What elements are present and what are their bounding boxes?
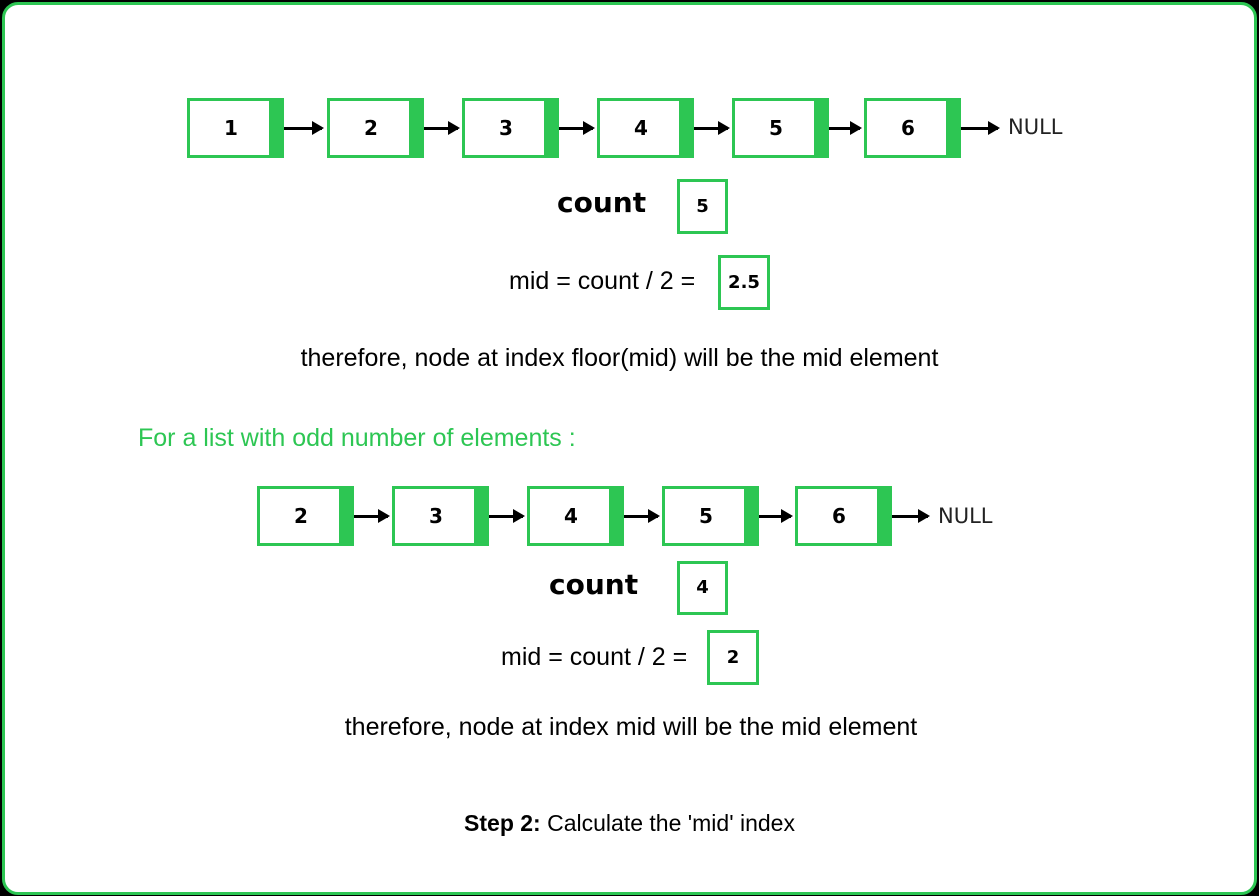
node-value: 2 [364, 116, 378, 140]
next-arrow [829, 121, 862, 135]
null-label: NULL [938, 504, 993, 528]
list2-node-5: 6 [795, 486, 892, 546]
next-arrow [961, 121, 1000, 135]
next-arrow [489, 509, 525, 523]
node-pointer [946, 101, 958, 155]
list1-node-2: 2 [327, 98, 424, 158]
node-pointer [339, 489, 351, 543]
list2-node-3: 4 [527, 486, 624, 546]
list1-node-4: 4 [597, 98, 694, 158]
count-label: count [549, 568, 639, 601]
conclusion-text-2: therefore, node at index mid will be the… [344, 713, 918, 741]
list2-node-1: 2 [257, 486, 354, 546]
list1-node-3: 3 [462, 98, 559, 158]
next-arrow [759, 509, 793, 523]
node-pointer [814, 101, 826, 155]
list1-node-6: 6 [864, 98, 961, 158]
node-pointer [269, 101, 281, 155]
next-arrow [694, 121, 730, 135]
node-value: 3 [499, 116, 513, 140]
odd-list-heading: For a list with odd number of elements : [138, 424, 576, 452]
conclusion-text-1: therefore, node at index floor(mid) will… [300, 344, 939, 372]
list1-node-1: 1 [187, 98, 284, 158]
list1-node-5: 5 [732, 98, 829, 158]
node-pointer [609, 489, 621, 543]
step-caption: Step 2: Calculate the 'mid' index [0, 810, 1259, 837]
mid-value-box: 2 [707, 630, 759, 685]
count-label: count [557, 186, 647, 219]
node-value: 5 [769, 116, 783, 140]
next-arrow [559, 121, 595, 135]
node-value: 4 [634, 116, 648, 140]
count-value-box: 4 [677, 561, 728, 615]
node-value: 5 [699, 504, 713, 528]
node-pointer [544, 101, 556, 155]
step-label: Step 2: [464, 810, 541, 836]
node-pointer [877, 489, 889, 543]
mid-value-box: 2.5 [718, 255, 770, 310]
list2-node-4: 5 [662, 486, 759, 546]
count-value-box: 5 [677, 179, 728, 234]
next-arrow [892, 509, 930, 523]
list2-node-2: 3 [392, 486, 489, 546]
node-value: 4 [564, 504, 578, 528]
node-value: 2 [294, 504, 308, 528]
next-arrow [284, 121, 324, 135]
node-value: 1 [224, 116, 238, 140]
step-text: Calculate the 'mid' index [540, 810, 795, 836]
node-value: 6 [832, 504, 846, 528]
next-arrow [354, 509, 390, 523]
next-arrow [424, 121, 460, 135]
node-pointer [474, 489, 486, 543]
mid-equation: mid = count / 2 = [501, 643, 688, 671]
node-pointer [409, 101, 421, 155]
null-label: NULL [1008, 115, 1063, 139]
node-pointer [744, 489, 756, 543]
next-arrow [624, 509, 660, 523]
node-pointer [679, 101, 691, 155]
node-value: 3 [429, 504, 443, 528]
mid-equation: mid = count / 2 = [509, 267, 696, 295]
node-value: 6 [901, 116, 915, 140]
